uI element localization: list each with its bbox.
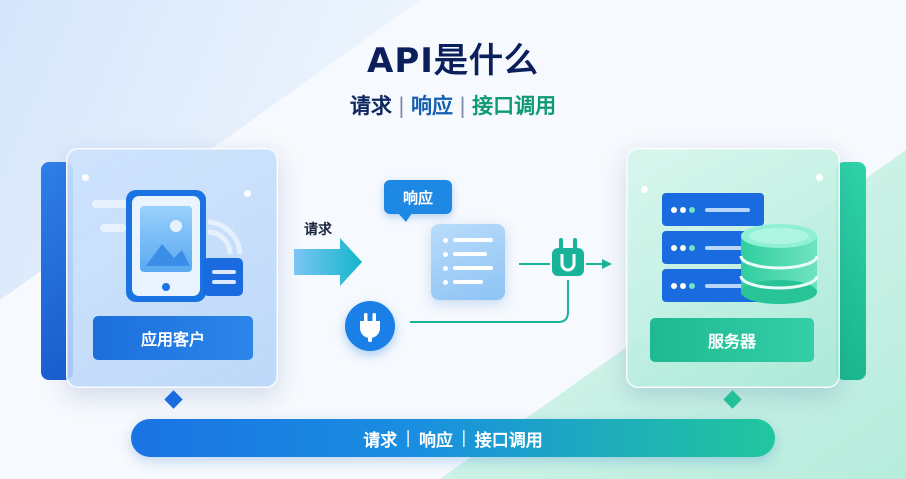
server-panel-back	[836, 162, 866, 380]
panel-screw	[641, 186, 648, 193]
doc-line	[453, 238, 493, 242]
doc-dot	[443, 252, 448, 257]
doc-line	[453, 252, 487, 256]
doc-line	[453, 280, 483, 284]
subtitle-separator: |	[459, 94, 467, 118]
doc-dot	[443, 238, 448, 243]
connector-icon	[552, 238, 584, 276]
subtitle-separator: |	[397, 94, 405, 118]
doc-dot	[443, 266, 448, 271]
server-rack-icon	[662, 193, 764, 302]
phone-icon	[126, 190, 206, 302]
panel-screw	[816, 174, 823, 181]
subtitle-request: 请求	[349, 94, 392, 118]
client-decoration	[92, 200, 243, 255]
plug-glyph	[360, 313, 380, 342]
document-icon	[431, 224, 505, 300]
database-icon	[739, 224, 819, 304]
request-label: 请求	[304, 222, 332, 238]
client-label: 应用客户	[93, 316, 253, 360]
subtitle: 请求|响应|接口调用	[0, 92, 906, 120]
doc-dot	[443, 280, 448, 285]
page-title: API是什么	[367, 41, 539, 81]
summary-separator: |	[405, 428, 411, 448]
plug-icon	[345, 301, 395, 351]
card-icon	[203, 258, 243, 296]
summary-separator: |	[461, 428, 467, 448]
panel-screw	[82, 174, 89, 181]
summary-api-call: 接口调用	[474, 430, 543, 451]
summary-bar: 请求 | 响应 | 接口调用	[131, 419, 775, 457]
doc-line	[453, 266, 493, 270]
arrow-right-icon	[294, 238, 362, 286]
title-block: API是什么 请求|响应|接口调用	[0, 40, 906, 120]
summary-request: 请求	[363, 430, 398, 451]
panel-screw	[244, 190, 251, 197]
connector-line	[410, 259, 612, 323]
subtitle-api-call: 接口调用	[472, 94, 557, 118]
response-bubble: 响应	[384, 180, 452, 222]
summary-response: 响应	[419, 430, 453, 451]
subtitle-response: 响应	[411, 94, 453, 118]
server-label: 服务器	[650, 318, 814, 362]
